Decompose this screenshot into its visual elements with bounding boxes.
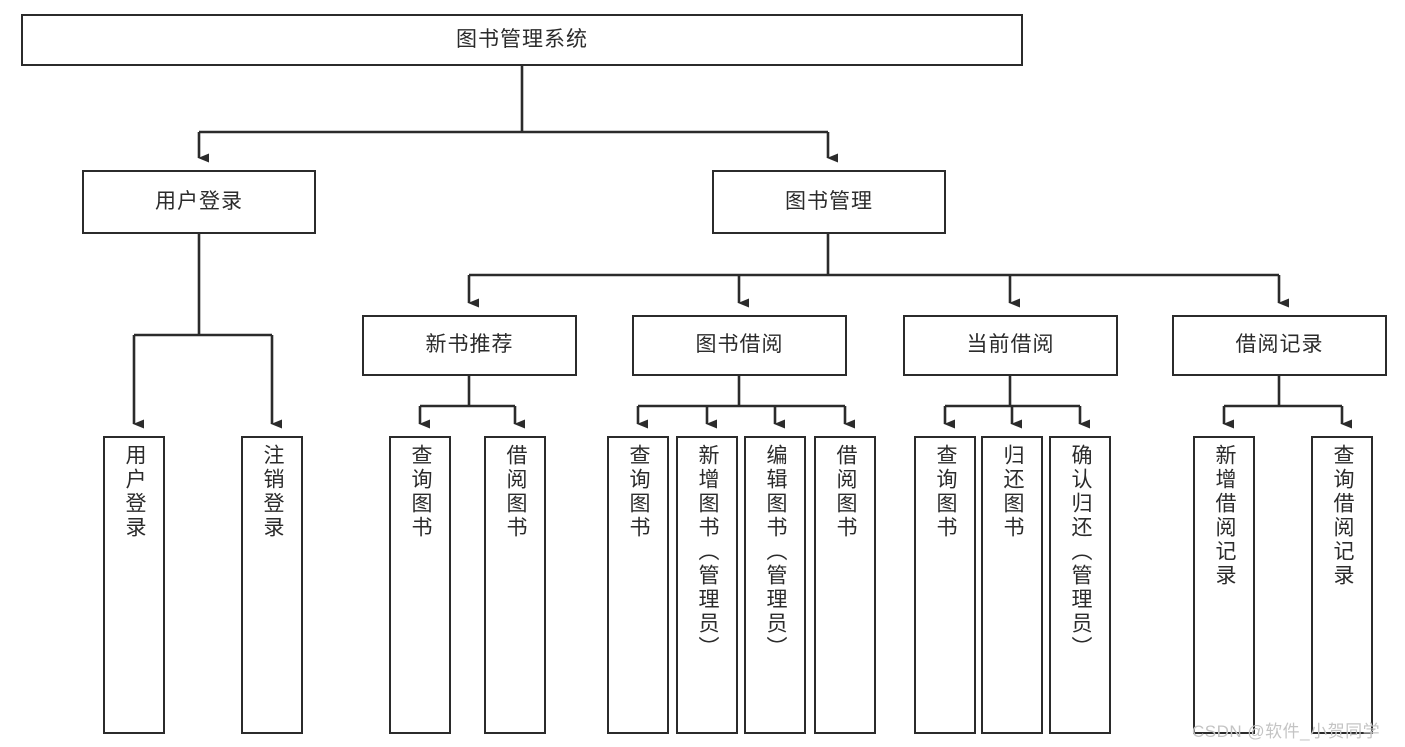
leaf-return-book[interactable]: 归还图书 xyxy=(981,436,1043,734)
node-root[interactable]: 图书管理系统 xyxy=(21,14,1023,66)
node-label: 用户登录 xyxy=(123,444,147,540)
leaf-confirm-return-admin[interactable]: 确认归还（管理员） xyxy=(1049,436,1111,734)
node-label: 图书管理系统 xyxy=(456,27,588,51)
leaf-add-book-admin[interactable]: 新增图书（管理员） xyxy=(676,436,738,734)
node-label: 图书借阅 xyxy=(695,333,784,357)
csdn-watermark: CSDN @软件_小贺同学 xyxy=(1192,722,1381,741)
node-label: 查询借阅记录 xyxy=(1331,444,1355,588)
node-label: 确认归还（管理员） xyxy=(1069,444,1093,660)
leaf-add-borrow-record[interactable]: 新增借阅记录 xyxy=(1193,436,1255,734)
node-label: 注销登录 xyxy=(261,444,285,540)
node-new-book-recommend[interactable]: 新书推荐 xyxy=(362,315,577,376)
leaf-query-book-current[interactable]: 查询图书 xyxy=(914,436,976,734)
node-label: 归还图书 xyxy=(1001,444,1025,540)
node-label: 新增图书（管理员） xyxy=(696,444,720,660)
leaf-logout[interactable]: 注销登录 xyxy=(241,436,303,734)
node-label: 当前借阅 xyxy=(966,333,1055,357)
node-label: 查询图书 xyxy=(627,444,651,540)
leaf-user-login[interactable]: 用户登录 xyxy=(103,436,165,734)
node-label: 用户登录 xyxy=(155,189,243,213)
leaf-borrow-book[interactable]: 借阅图书 xyxy=(814,436,876,734)
node-label: 编辑图书（管理员） xyxy=(764,444,788,660)
node-label: 借阅图书 xyxy=(834,444,858,540)
node-borrow-record[interactable]: 借阅记录 xyxy=(1172,315,1387,376)
node-label: 查询图书 xyxy=(934,444,958,540)
node-label: 新增借阅记录 xyxy=(1213,444,1237,588)
leaf-query-book-recommend[interactable]: 查询图书 xyxy=(389,436,451,734)
node-label: 查询图书 xyxy=(409,444,433,540)
leaf-query-borrow-record[interactable]: 查询借阅记录 xyxy=(1311,436,1373,734)
node-book-management[interactable]: 图书管理 xyxy=(712,170,946,234)
leaf-borrow-book-recommend[interactable]: 借阅图书 xyxy=(484,436,546,734)
leaf-edit-book-admin[interactable]: 编辑图书（管理员） xyxy=(744,436,806,734)
node-label: 图书管理 xyxy=(785,189,873,213)
node-current-borrow[interactable]: 当前借阅 xyxy=(903,315,1118,376)
node-label: 新书推荐 xyxy=(425,333,514,357)
node-label: 借阅图书 xyxy=(504,444,528,540)
node-book-borrow[interactable]: 图书借阅 xyxy=(632,315,847,376)
leaf-query-book-borrow[interactable]: 查询图书 xyxy=(607,436,669,734)
node-label: 借阅记录 xyxy=(1235,333,1324,357)
node-user-login[interactable]: 用户登录 xyxy=(82,170,316,234)
